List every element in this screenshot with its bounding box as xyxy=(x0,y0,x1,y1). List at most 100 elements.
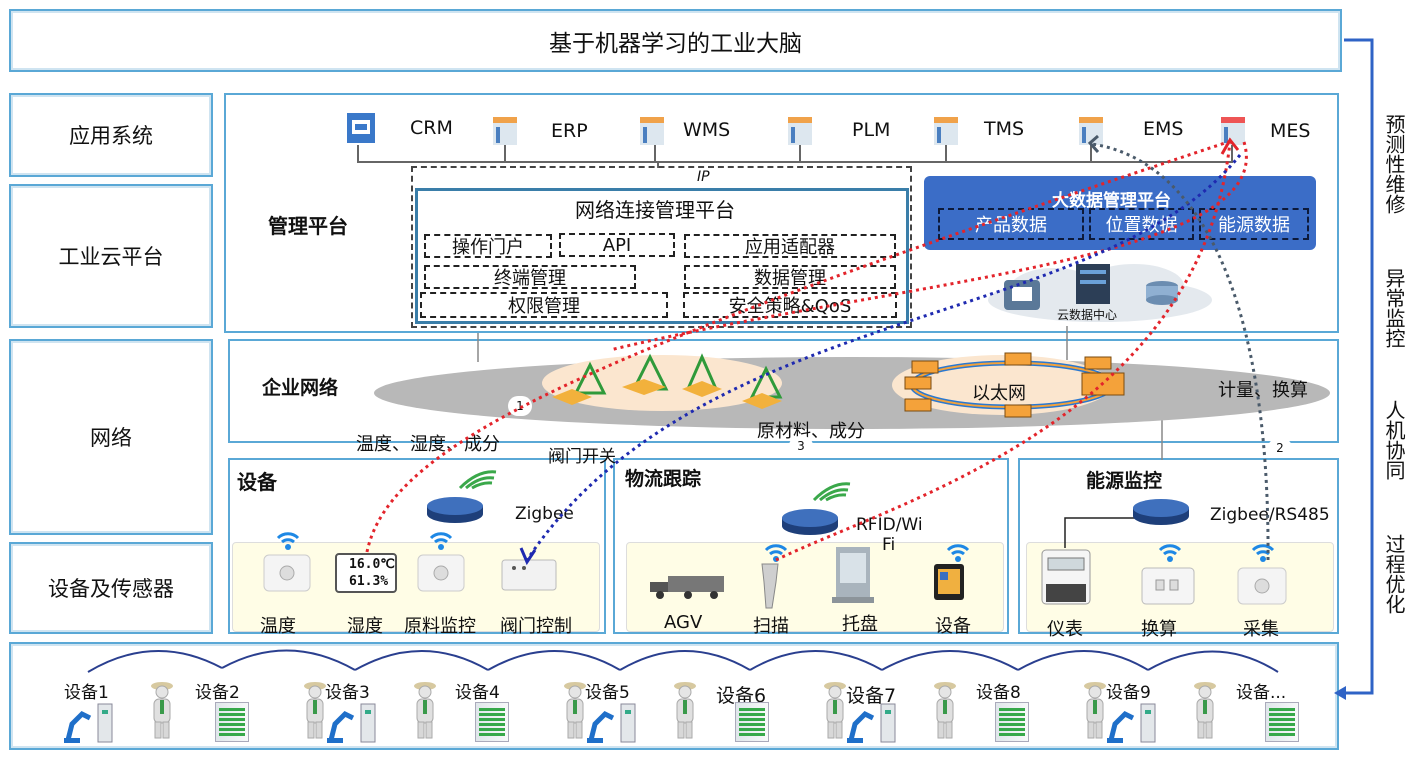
equipment-material: 原料监控 xyxy=(404,616,476,637)
router-icon xyxy=(427,497,483,523)
device-8: 设备8 xyxy=(976,683,1021,703)
robot-arm-icon xyxy=(847,703,896,743)
control-cabinet-icon xyxy=(1265,702,1299,742)
datacenter-label: 云数据中心 xyxy=(1057,308,1118,322)
marker-3: 3 xyxy=(789,436,813,456)
wifi-icon xyxy=(1158,544,1182,562)
worker-icon xyxy=(151,682,173,739)
control-cabinet-icon xyxy=(475,702,509,742)
net-item-portal: 操作门户 xyxy=(424,234,552,258)
worker-icon xyxy=(414,682,436,739)
equipment-temp: 温度 xyxy=(260,616,296,637)
wifi-icon xyxy=(946,544,970,562)
layer-app-label: 应用系统 xyxy=(69,124,153,148)
logistics-pallet: 托盘 xyxy=(842,614,878,635)
robot-arm-icon xyxy=(587,703,636,743)
device-7: 设备7 xyxy=(846,685,897,707)
side-process: 过程优化 xyxy=(1382,534,1406,614)
layer-cloud-label: 工业云平台 xyxy=(58,245,164,269)
logistics-device: 设备 xyxy=(935,616,971,637)
control-cabinet-icon xyxy=(995,702,1029,742)
logistics-protocol-line1: RFID/Wi xyxy=(856,515,923,535)
humidity-display: 16.0℃ 61.3% xyxy=(335,553,397,593)
energy-collect: 采集 xyxy=(1243,619,1279,640)
server-icon xyxy=(1221,117,1245,145)
bigdata-energy: 能源数据 xyxy=(1199,208,1309,240)
worker-icon xyxy=(824,682,846,739)
control-cabinet-icon xyxy=(215,702,249,742)
net-item-api: API xyxy=(559,233,675,257)
device-1: 设备1 xyxy=(64,683,109,703)
ip-boundary xyxy=(411,166,912,328)
display-humidity: 61.3% xyxy=(349,574,389,589)
net-platform-title: 网络连接管理平台 xyxy=(575,198,735,222)
measure-label: 计量、换算 xyxy=(1218,380,1308,401)
marker-2: 2 xyxy=(1268,438,1292,458)
net-item-security: 安全策略&QoS xyxy=(683,292,897,318)
bigdata-product: 产品数据 xyxy=(938,208,1084,240)
worker-icon xyxy=(304,682,326,739)
bigdata-title: 大数据管理平台 xyxy=(1052,191,1171,211)
signal-icon xyxy=(458,470,497,490)
layer-device-label: 设备及传感器 xyxy=(48,577,174,601)
app-ems: EMS xyxy=(1143,118,1184,140)
layer-cloud-box xyxy=(9,184,213,328)
ethernet-label: 以太网 xyxy=(972,383,1026,404)
worker-icon xyxy=(564,682,586,739)
title-bar xyxy=(9,9,1342,72)
network-cloud xyxy=(374,352,1330,429)
wifi-icon xyxy=(429,532,453,550)
net-item-data: 数据管理 xyxy=(684,265,896,289)
worker-icon xyxy=(934,682,956,739)
device-4: 设备4 xyxy=(455,683,500,703)
wifi-icon xyxy=(276,532,300,550)
equipment-title: 设备 xyxy=(237,470,277,494)
device-3: 设备3 xyxy=(325,683,370,703)
datacenter-cloud-icon xyxy=(988,264,1212,322)
server-icon xyxy=(934,117,958,145)
net-item-terminal: 终端管理 xyxy=(424,265,636,289)
device-9: 设备9 xyxy=(1106,683,1151,703)
robot-arm-icon xyxy=(1107,703,1156,743)
tablet-icon xyxy=(934,564,964,600)
collector-icon xyxy=(1237,567,1287,605)
app-erp: ERP xyxy=(551,120,588,142)
server-icon xyxy=(788,117,812,145)
server-icon xyxy=(347,113,375,143)
logistics-title: 物流跟踪 xyxy=(625,468,702,490)
app-crm: CRM xyxy=(410,117,453,139)
temp-label: 温度、湿度、成分 xyxy=(356,434,500,455)
scanner-icon xyxy=(761,563,779,609)
robot-arm-icon xyxy=(64,703,113,743)
control-cabinet-icon xyxy=(735,702,769,742)
server-icon xyxy=(493,117,517,145)
display-temp: 16.0℃ xyxy=(349,557,395,572)
converter-icon xyxy=(1141,567,1195,605)
app-tms: TMS xyxy=(984,118,1025,140)
device-more: 设备... xyxy=(1236,683,1287,703)
agv-truck-icon xyxy=(650,576,724,599)
diagram-title: 基于机器学习的工业大脑 xyxy=(549,30,802,57)
equipment-humidity: 湿度 xyxy=(347,616,383,637)
material-label: 原材料、成分 xyxy=(757,421,865,442)
app-plm: PLM xyxy=(852,119,891,141)
logistics-scan: 扫描 xyxy=(753,616,789,637)
signal-icon xyxy=(812,482,851,502)
ip-label: IP xyxy=(697,169,710,185)
wifi-icon xyxy=(1251,544,1275,562)
server-icon xyxy=(640,117,664,145)
side-anomaly: 异常监控 xyxy=(1382,268,1406,348)
side-collab: 人机协同 xyxy=(1382,400,1406,480)
energy-convert: 换算 xyxy=(1141,619,1177,640)
side-predictive: 预测性维修 xyxy=(1382,114,1406,214)
energy-meter: 仪表 xyxy=(1047,619,1083,640)
equipment-valve: 阀门控制 xyxy=(500,616,572,637)
device-2: 设备2 xyxy=(195,683,240,703)
logistics-agv: AGV xyxy=(664,612,703,633)
robot-arm-icon xyxy=(327,703,376,743)
logistics-protocol-line2: Fi xyxy=(882,535,896,555)
net-item-permission: 权限管理 xyxy=(420,292,668,318)
layer-app-box xyxy=(9,93,213,177)
